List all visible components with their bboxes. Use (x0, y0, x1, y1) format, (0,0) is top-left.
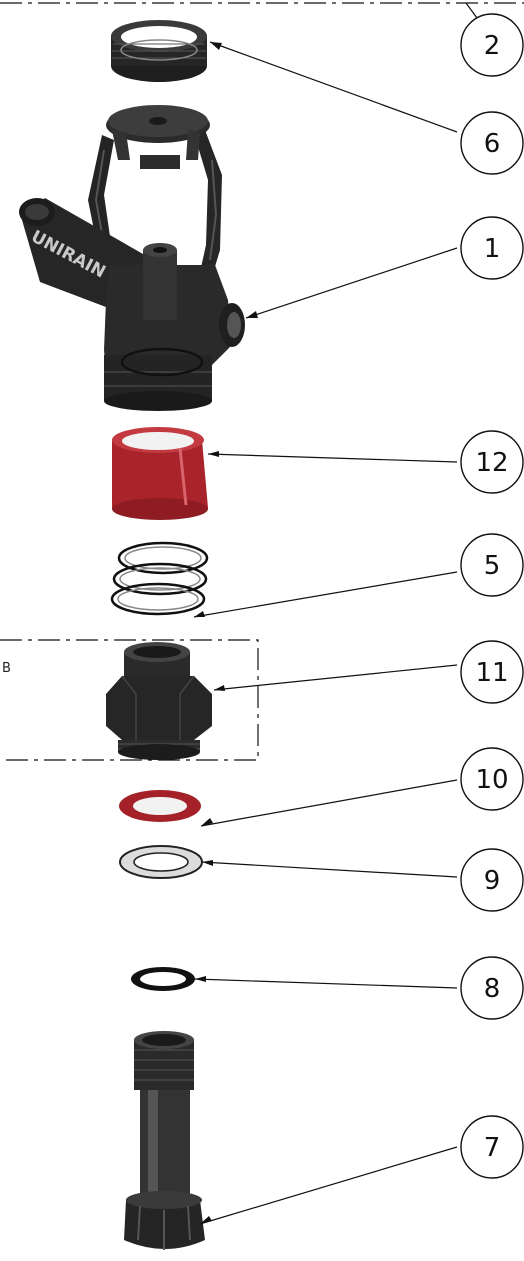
callout-numbers: 2 6 1 12 5 11 10 9 8 7 (475, 31, 508, 1163)
red-washer-part (119, 790, 201, 822)
callout-11-number: 11 (475, 658, 508, 688)
cap-ring-part (111, 20, 207, 82)
leader-9 (201, 861, 458, 878)
callout-7-circle (460, 1115, 524, 1179)
detail-frame (0, 639, 259, 761)
spring-coils (110, 541, 209, 616)
black-o-ring-part (131, 967, 195, 991)
callout-11-circle (460, 640, 524, 704)
callout-1-circle (460, 216, 524, 280)
leader-11 (213, 664, 458, 691)
nozzle-base-part (106, 642, 212, 760)
callout-10-circle (460, 747, 524, 811)
red-sleeve-part (112, 427, 208, 520)
leader-2 (465, 2, 478, 19)
callout-12-circle (460, 430, 524, 494)
riser-tube-part (124, 1031, 205, 1250)
callout-9-number: 9 (484, 866, 501, 896)
callout-6-circle (460, 111, 524, 175)
leader-6 (209, 41, 458, 133)
leader-8 (194, 978, 458, 989)
leader-12 (207, 453, 458, 463)
callout-2-number: 2 (484, 31, 501, 61)
callout-balloons (460, 13, 524, 1179)
callout-5-number: 5 (484, 551, 501, 581)
leader-5 (193, 571, 458, 618)
callout-7-number: 7 (484, 1133, 501, 1163)
callout-8-number: 8 (484, 974, 501, 1004)
leader-7 (199, 1146, 458, 1225)
spring-part (120, 347, 204, 377)
callout-2-circle (460, 13, 524, 77)
callout-8-circle (460, 956, 524, 1020)
sprinkler-body-part (19, 105, 245, 411)
callout-5-circle (460, 533, 524, 597)
detail-label: B (2, 661, 11, 676)
leader-10 (200, 779, 458, 827)
callout-1-number: 1 (484, 234, 501, 264)
leader-lines (193, 2, 478, 1225)
callout-9-circle (460, 848, 524, 912)
callout-6-number: 6 (484, 129, 501, 159)
callout-10-number: 10 (475, 765, 508, 795)
white-washer-part (119, 845, 203, 879)
leader-1 (245, 247, 458, 319)
callout-12-number: 12 (475, 448, 508, 478)
leader-arrowheads (194, 42, 258, 1224)
